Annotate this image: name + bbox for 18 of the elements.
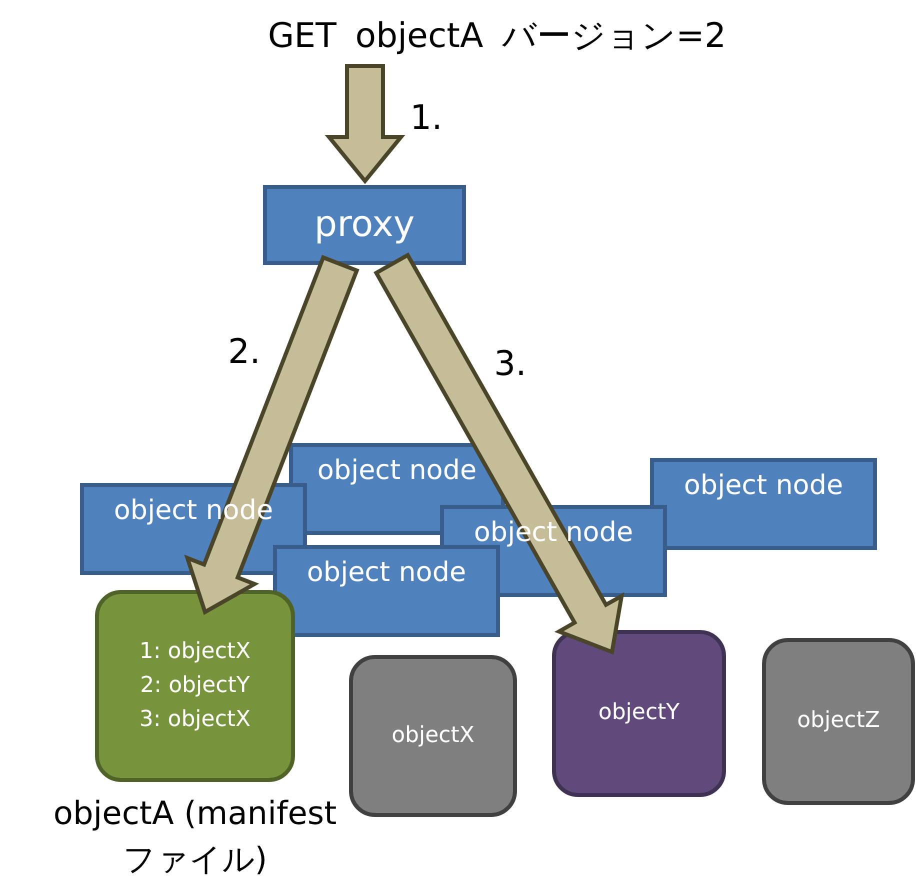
request-text: GET objectA バージョン=2 <box>222 8 772 64</box>
step-label: 3. <box>494 344 526 384</box>
block-arrow <box>324 64 406 184</box>
proxy-box: proxy <box>263 185 466 265</box>
caption-text: objectA (manifestファイル) <box>52 793 338 880</box>
step-label: 1. <box>410 98 442 138</box>
object-box: objectX <box>349 655 517 817</box>
manifest-box <box>95 590 295 782</box>
list-item-text: 1: objectX <box>139 638 251 666</box>
object-box: objectY <box>552 630 726 797</box>
object-node-box: object node <box>650 458 877 550</box>
block-arrow <box>184 254 360 615</box>
list-item-text: 2: objectY <box>140 672 250 700</box>
list-item-text: 3: objectX <box>139 706 251 734</box>
block-arrow <box>374 252 624 655</box>
object-node-box: object node <box>273 545 500 637</box>
object-box: objectZ <box>762 638 915 805</box>
step-label: 2. <box>228 332 260 372</box>
